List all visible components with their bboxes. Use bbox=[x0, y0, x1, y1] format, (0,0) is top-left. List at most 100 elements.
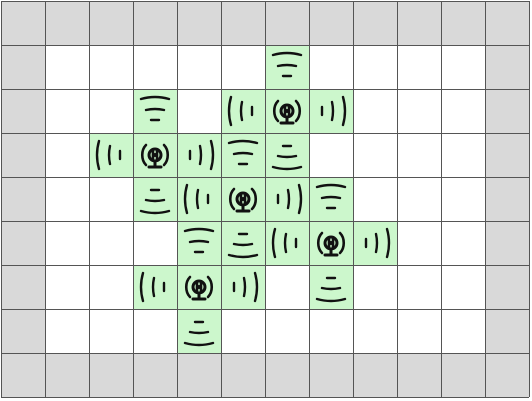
empty-cell[interactable] bbox=[353, 265, 397, 309]
empty-cell[interactable] bbox=[441, 177, 485, 221]
empty-cell[interactable] bbox=[89, 89, 133, 133]
border-cell bbox=[441, 1, 485, 45]
empty-cell[interactable] bbox=[45, 221, 89, 265]
signal-wave-left-icon bbox=[89, 133, 133, 177]
signal-cell[interactable] bbox=[309, 89, 353, 133]
border-cell bbox=[1, 309, 45, 353]
border-cell bbox=[45, 353, 89, 397]
border-cell bbox=[177, 353, 221, 397]
empty-cell[interactable] bbox=[353, 177, 397, 221]
empty-cell[interactable] bbox=[45, 133, 89, 177]
empty-cell[interactable] bbox=[45, 177, 89, 221]
empty-cell[interactable] bbox=[397, 265, 441, 309]
empty-cell[interactable] bbox=[397, 177, 441, 221]
empty-cell[interactable] bbox=[45, 89, 89, 133]
border-cell bbox=[133, 1, 177, 45]
signal-cell[interactable] bbox=[353, 221, 397, 265]
empty-cell[interactable] bbox=[397, 221, 441, 265]
empty-cell[interactable] bbox=[133, 45, 177, 89]
empty-cell[interactable] bbox=[353, 309, 397, 353]
empty-cell[interactable] bbox=[397, 309, 441, 353]
empty-cell[interactable] bbox=[353, 89, 397, 133]
empty-cell[interactable] bbox=[89, 265, 133, 309]
border-cell bbox=[309, 353, 353, 397]
empty-cell[interactable] bbox=[441, 89, 485, 133]
empty-cell[interactable] bbox=[353, 133, 397, 177]
signal-cell[interactable] bbox=[221, 265, 265, 309]
signal-cell[interactable] bbox=[265, 177, 309, 221]
empty-cell[interactable] bbox=[177, 45, 221, 89]
empty-cell[interactable] bbox=[89, 309, 133, 353]
signal-cell[interactable] bbox=[177, 177, 221, 221]
empty-cell[interactable] bbox=[89, 45, 133, 89]
signal-cell[interactable] bbox=[265, 45, 309, 89]
empty-cell[interactable] bbox=[265, 309, 309, 353]
border-cell bbox=[133, 353, 177, 397]
empty-cell[interactable] bbox=[309, 309, 353, 353]
empty-cell[interactable] bbox=[265, 265, 309, 309]
signal-cell[interactable] bbox=[177, 221, 221, 265]
signal-cell[interactable] bbox=[177, 309, 221, 353]
signal-cell[interactable] bbox=[309, 265, 353, 309]
empty-cell[interactable] bbox=[397, 89, 441, 133]
empty-cell[interactable] bbox=[441, 133, 485, 177]
border-cell bbox=[45, 1, 89, 45]
signal-wave-right-icon bbox=[221, 265, 265, 309]
border-cell bbox=[397, 1, 441, 45]
empty-cell[interactable] bbox=[353, 45, 397, 89]
border-cell bbox=[1, 89, 45, 133]
empty-cell[interactable] bbox=[177, 89, 221, 133]
signal-cell[interactable] bbox=[177, 133, 221, 177]
empty-cell[interactable] bbox=[89, 221, 133, 265]
empty-cell[interactable] bbox=[397, 45, 441, 89]
empty-cell[interactable] bbox=[309, 45, 353, 89]
signal-cell[interactable] bbox=[133, 265, 177, 309]
border-cell bbox=[353, 353, 397, 397]
signal-wave-down-icon bbox=[265, 133, 309, 177]
tower-cell[interactable] bbox=[221, 177, 265, 221]
signal-wave-down-icon bbox=[177, 309, 221, 353]
signal-cell[interactable] bbox=[265, 221, 309, 265]
border-cell bbox=[221, 1, 265, 45]
border-cell bbox=[485, 309, 529, 353]
signal-wave-up-icon bbox=[133, 89, 177, 133]
signal-wave-up-icon bbox=[309, 177, 353, 221]
signal-cell[interactable] bbox=[221, 221, 265, 265]
empty-cell[interactable] bbox=[221, 45, 265, 89]
empty-cell[interactable] bbox=[441, 45, 485, 89]
border-cell bbox=[1, 265, 45, 309]
empty-cell[interactable] bbox=[45, 265, 89, 309]
signal-cell[interactable] bbox=[133, 177, 177, 221]
empty-cell[interactable] bbox=[397, 133, 441, 177]
signal-cell[interactable] bbox=[221, 133, 265, 177]
antenna-tower-icon bbox=[309, 221, 353, 265]
empty-cell[interactable] bbox=[309, 133, 353, 177]
empty-cell[interactable] bbox=[441, 221, 485, 265]
signal-cell[interactable] bbox=[89, 133, 133, 177]
empty-cell[interactable] bbox=[221, 309, 265, 353]
signal-cell[interactable] bbox=[265, 133, 309, 177]
tower-cell[interactable] bbox=[177, 265, 221, 309]
tower-cell[interactable] bbox=[133, 133, 177, 177]
tower-cell[interactable] bbox=[265, 89, 309, 133]
empty-cell[interactable] bbox=[133, 309, 177, 353]
border-cell bbox=[1, 353, 45, 397]
empty-cell[interactable] bbox=[89, 177, 133, 221]
tower-cell[interactable] bbox=[309, 221, 353, 265]
signal-cell[interactable] bbox=[133, 89, 177, 133]
signal-cell[interactable] bbox=[221, 89, 265, 133]
signal-wave-up-icon bbox=[177, 221, 221, 265]
border-cell bbox=[397, 353, 441, 397]
empty-cell[interactable] bbox=[441, 309, 485, 353]
empty-cell[interactable] bbox=[45, 309, 89, 353]
border-cell bbox=[265, 1, 309, 45]
signal-cell[interactable] bbox=[309, 177, 353, 221]
signal-wave-right-icon bbox=[309, 89, 353, 133]
empty-cell[interactable] bbox=[45, 45, 89, 89]
empty-cell[interactable] bbox=[133, 221, 177, 265]
empty-cell[interactable] bbox=[441, 265, 485, 309]
antenna-tower-icon bbox=[177, 265, 221, 309]
border-cell bbox=[485, 177, 529, 221]
signal-wave-right-icon bbox=[353, 221, 397, 265]
